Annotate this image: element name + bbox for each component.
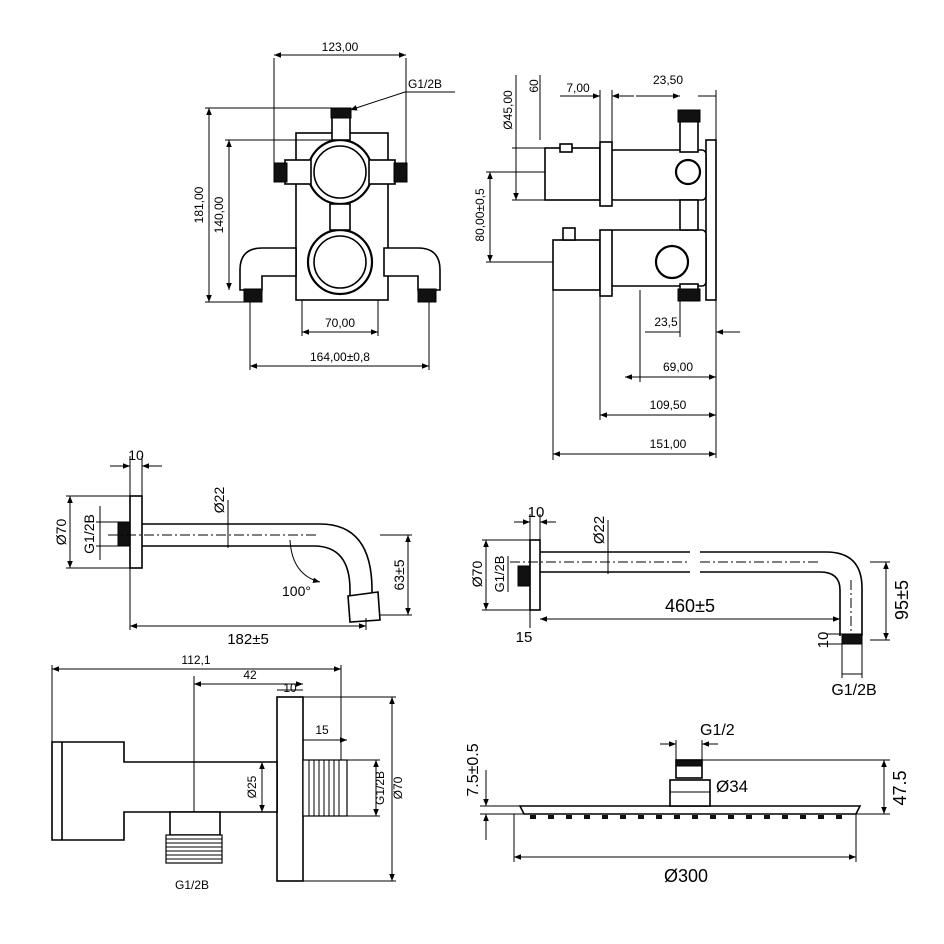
dim-112: 112,1 (181, 653, 210, 667)
dim-80: 80,00±0,5 (473, 188, 487, 242)
label-g12b: G1/2B (81, 514, 97, 554)
dim-d70: Ø70 (469, 561, 485, 588)
spout-view: 10 Ø70 G1/2B Ø22 100° 63±5 182±5 (53, 447, 412, 648)
label-g12b-bottom: G1/2B (175, 878, 209, 892)
label-thread: G1/2B (408, 77, 442, 91)
dim-123: 123,00 (322, 40, 359, 54)
dim-d45: Ø45,00 (501, 90, 515, 130)
dim-d22: Ø22 (211, 487, 227, 514)
nozzle-row (530, 815, 842, 819)
dim-7-5: 7.5±0.5 (465, 743, 482, 796)
dim-10-bottom: 10 (815, 632, 832, 649)
dim-d22: Ø22 (591, 516, 608, 544)
dim-d70: Ø70 (53, 519, 69, 546)
dim-60: 60 (527, 79, 541, 93)
dim-182: 182±5 (227, 631, 269, 648)
dim-10: 10 (128, 447, 144, 463)
mixer-side-view: Ø45,00 60 7,00 23,50 80,00±0,5 23,5 69,0… (473, 73, 740, 460)
dim-d25: Ø25 (245, 775, 259, 798)
dim-109: 109,50 (650, 398, 687, 412)
wall-outlet-view: 112,1 42 10 15 Ø25 G1/2B Ø70 G1/2B (51, 653, 405, 892)
dim-d300: Ø300 (664, 866, 708, 886)
dim-10-top: 10 (528, 504, 545, 521)
shower-arm-view: 10 Ø70 G1/2B Ø22 460±5 15 95±5 10 G1/2B (469, 504, 912, 699)
dim-151: 151,00 (650, 437, 687, 451)
dim-23-50: 23,50 (653, 73, 683, 87)
dim-7: 7,00 (566, 81, 590, 95)
dim-42: 42 (243, 668, 257, 682)
label-g12b-right: G1/2B (373, 771, 387, 805)
dim-181: 181,00 (192, 186, 206, 223)
label-g12: G1/2 (700, 722, 735, 739)
dim-69: 69,00 (663, 360, 693, 374)
dim-15: 15 (315, 723, 329, 737)
dim-70: 70,00 (325, 316, 355, 330)
bottom-thread-hatch (166, 838, 222, 860)
dim-164: 164,00±0,8 (310, 350, 370, 364)
dim-63: 63±5 (391, 559, 407, 590)
dim-460: 460±5 (665, 596, 715, 616)
dim-15: 15 (516, 629, 533, 646)
shower-head-view: G1/2 Ø34 7.5±0.5 47.5 Ø300 (465, 722, 910, 886)
dim-d70: Ø70 (391, 776, 405, 799)
label-g12b-bottom: G1/2B (831, 682, 876, 699)
dim-47-5: 47.5 (890, 770, 910, 805)
dim-95: 95±5 (892, 580, 912, 620)
dim-d34: Ø34 (716, 777, 748, 796)
dim-23-5: 23,5 (654, 315, 678, 329)
angle-100: 100° (282, 583, 311, 599)
mixer-front-view: 123,00 G1/2B 181,00 140,00 70,00 164,00±… (192, 40, 455, 370)
label-g12b-left: G1/2B (492, 556, 507, 593)
dim-10: 10 (283, 681, 297, 695)
right-thread-hatch (308, 760, 340, 816)
dim-140: 140,00 (212, 196, 226, 233)
